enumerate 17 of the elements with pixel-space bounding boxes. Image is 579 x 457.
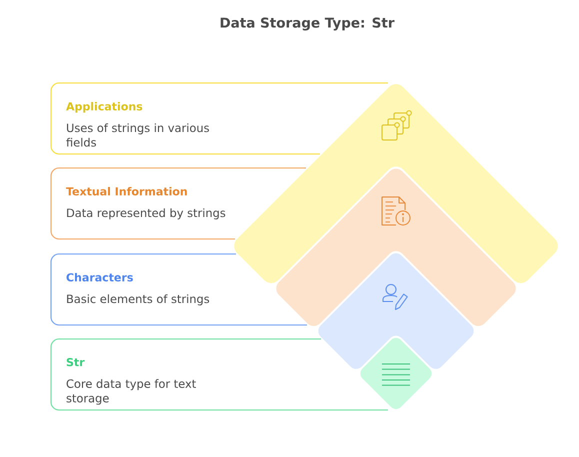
diamond-layer — [234, 84, 558, 284]
title: Data Storage Type: Str — [220, 18, 394, 30]
card-text: Data represented by strings — [67, 208, 226, 220]
diamond-layer — [318, 253, 474, 369]
card-heading: Characters — [66, 273, 133, 282]
card — [50, 338, 388, 411]
card-text: Uses of strings in various fields — [66, 123, 209, 147]
card — [50, 253, 307, 326]
diamond-layer — [360, 338, 432, 410]
card-text: Core data type for text storage — [66, 379, 196, 405]
card — [50, 167, 306, 240]
card-text: Basic elements of strings — [67, 294, 210, 306]
card — [50, 82, 388, 155]
card-heading: Str — [66, 358, 85, 366]
diamond-layer — [276, 168, 516, 326]
card-heading: Textual Information — [66, 187, 187, 196]
card-heading: Applications — [66, 102, 142, 113]
